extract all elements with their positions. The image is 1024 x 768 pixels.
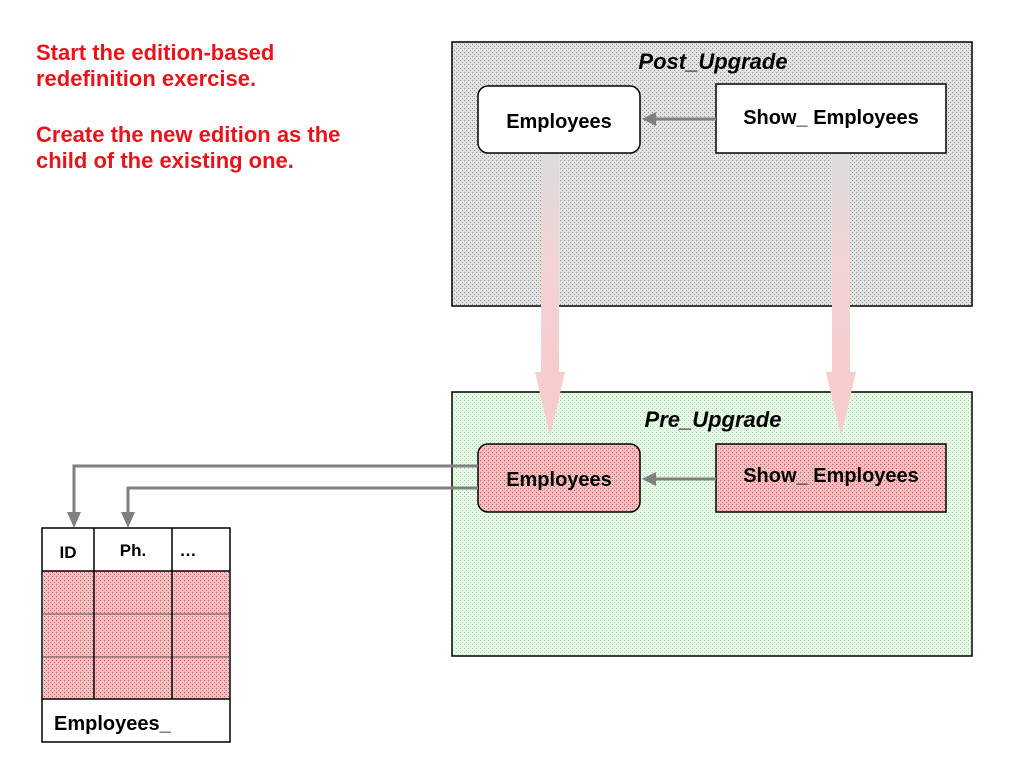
instruction-text-2: Create the new edition as the child of t…: [36, 122, 341, 173]
pre-show-employees-object: Show_ Employees: [715, 443, 947, 513]
pre-upgrade-title: Pre_Upgrade: [645, 407, 782, 432]
post-employees-label: Employees: [506, 111, 612, 133]
table-header-more: …: [180, 541, 197, 560]
pre-employees-label: Employees: [506, 469, 612, 491]
pre-show-employees-label: Show_ Employees: [743, 465, 919, 487]
inheritance-arrow-show-employees: [826, 152, 856, 436]
post-show-employees-label: Show_ Employees: [743, 107, 919, 129]
post-reference-arrow: [642, 112, 716, 126]
post-employees-object: Employees: [477, 85, 641, 154]
pre-reference-arrow: [642, 472, 716, 486]
table-header-id: ID: [60, 543, 77, 562]
table-header-ph: Ph.: [120, 541, 146, 560]
post-upgrade-title: Post_Upgrade: [638, 49, 787, 74]
inheritance-arrow-employees: [535, 152, 565, 436]
post-show-employees-object: Show_ Employees: [715, 83, 947, 154]
column-mapping-connectors: [67, 464, 478, 528]
table-name-label: Employees_: [54, 713, 172, 735]
pre-upgrade-edition: Pre_Upgrade: [451, 391, 973, 657]
post-upgrade-edition: Post_Upgrade: [451, 41, 973, 307]
pre-employees-object: Employees: [477, 443, 641, 513]
instruction-text-1: Start the edition-based redefinition exe…: [36, 40, 275, 91]
employees-table: ID Ph. … Employees_: [41, 527, 231, 743]
